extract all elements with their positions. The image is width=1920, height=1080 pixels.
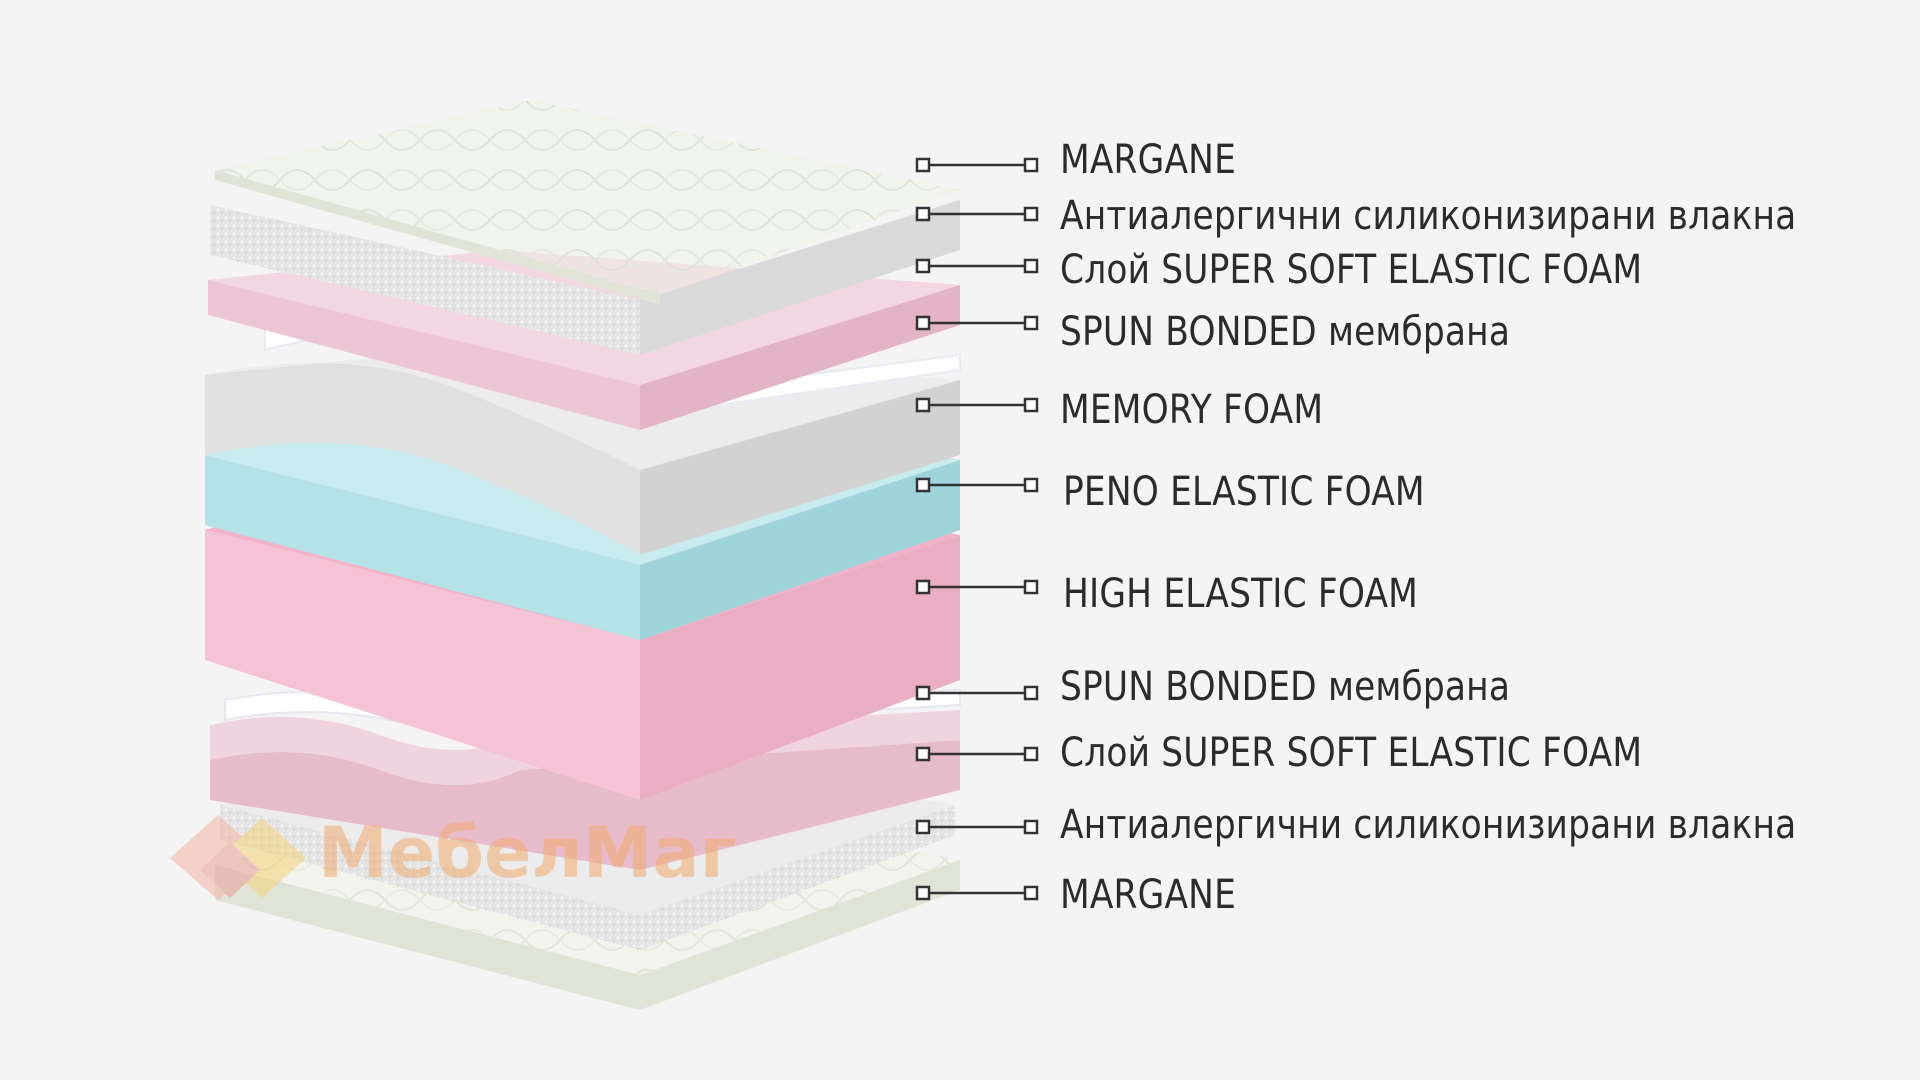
layer-label: SPUN BONDED мембрана bbox=[1060, 309, 1511, 355]
leader-endpoint bbox=[1023, 885, 1039, 901]
leader-endpoint bbox=[915, 157, 931, 173]
watermark-brand-text: МебелМаг bbox=[318, 812, 737, 894]
leader-endpoint bbox=[1023, 685, 1039, 701]
layer-label: Слой SUPER SOFT ELASTIC FOAM bbox=[1060, 730, 1643, 776]
layer-margane-top bbox=[215, 100, 960, 305]
leader-endpoint bbox=[915, 206, 931, 222]
watermark-logo-icon bbox=[170, 815, 306, 900]
leader-endpoint bbox=[915, 397, 931, 413]
leader-endpoint bbox=[915, 315, 931, 331]
leader-endpoint bbox=[915, 258, 931, 274]
leader-endpoint bbox=[1023, 819, 1039, 835]
leader-lines bbox=[915, 157, 1039, 901]
layer-label: SPUN BONDED мембрана bbox=[1060, 664, 1511, 710]
layer-label: Антиалергични силиконизирани влакна bbox=[1060, 802, 1797, 848]
leader-endpoint bbox=[1023, 206, 1039, 222]
leader-endpoint bbox=[1023, 579, 1039, 595]
leader-endpoint bbox=[1023, 746, 1039, 762]
layer-label: MEMORY FOAM bbox=[1060, 387, 1324, 433]
leader-endpoint bbox=[1023, 477, 1039, 493]
leader-endpoint bbox=[915, 685, 931, 701]
layer-label: Слой SUPER SOFT ELASTIC FOAM bbox=[1060, 247, 1643, 293]
layer-label: Антиалергични силиконизирани влакна bbox=[1060, 193, 1797, 239]
leader-endpoint bbox=[915, 746, 931, 762]
leader-endpoint bbox=[1023, 258, 1039, 274]
leader-endpoint bbox=[915, 579, 931, 595]
leader-endpoint bbox=[1023, 157, 1039, 173]
leader-endpoint bbox=[1023, 397, 1039, 413]
leader-endpoint bbox=[915, 885, 931, 901]
leader-endpoint bbox=[1023, 315, 1039, 331]
layer-fiber-top bbox=[210, 200, 960, 355]
leader-endpoint bbox=[915, 477, 931, 493]
layer-label: HIGH ELASTIC FOAM bbox=[1063, 571, 1419, 617]
layer-label: MARGANE bbox=[1060, 137, 1236, 183]
layer-label: MARGANE bbox=[1060, 872, 1236, 918]
leader-endpoint bbox=[915, 819, 931, 835]
layer-label: PENO ELASTIC FOAM bbox=[1063, 469, 1425, 515]
